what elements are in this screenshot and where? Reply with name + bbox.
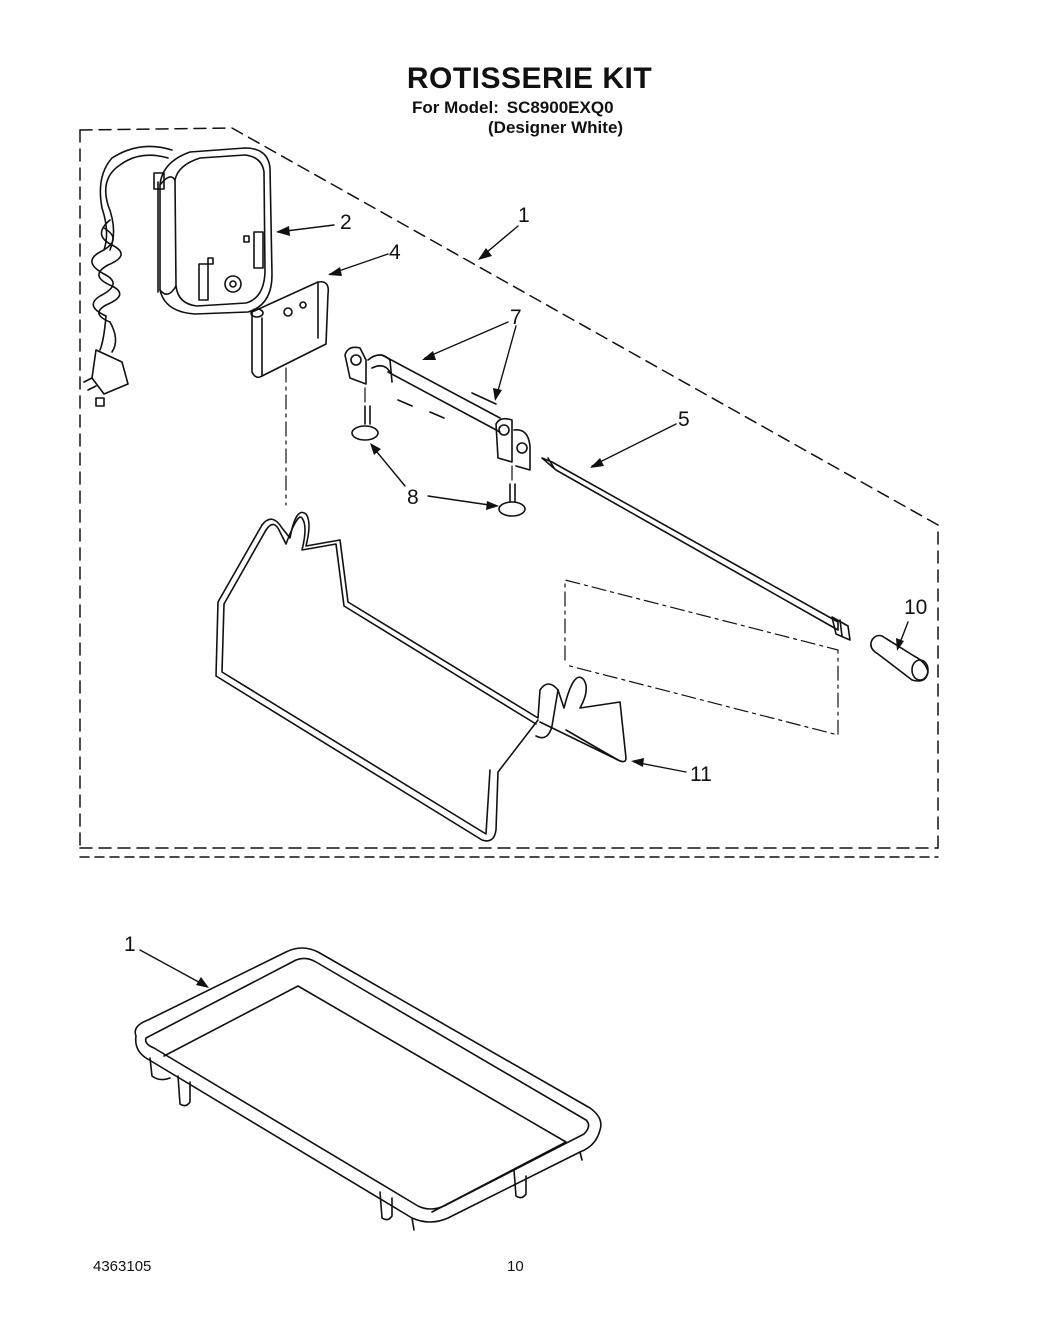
callout-11: 11 xyxy=(690,763,712,786)
part-number: 4363105 xyxy=(93,1258,152,1275)
leader-lines xyxy=(139,224,909,988)
page-number: 10 xyxy=(507,1258,524,1275)
fork-assembly xyxy=(344,346,531,471)
spit-rod xyxy=(541,457,851,641)
callout-1-pan: 1 xyxy=(124,933,136,956)
model-label: For Model: xyxy=(412,98,499,117)
callout-8: 8 xyxy=(407,486,419,509)
callout-5: 5 xyxy=(678,408,690,431)
callout-10: 10 xyxy=(904,596,927,619)
callout-7: 7 xyxy=(510,306,522,329)
wire-rack xyxy=(215,511,627,842)
motor-unit xyxy=(83,145,273,407)
model-info: For Model: SC8900EXQ0 (Designer White) xyxy=(412,98,623,138)
model-variant: (Designer White) xyxy=(488,118,624,137)
page-title: ROTISSERIE KIT xyxy=(406,62,653,95)
callout-1-kit: 1 xyxy=(518,204,530,227)
thumb-screws xyxy=(351,405,526,517)
alignment-lines xyxy=(285,367,839,736)
kit-boundary xyxy=(79,127,939,858)
callout-4: 4 xyxy=(389,241,401,264)
motor-bracket xyxy=(250,280,330,379)
spit-handle xyxy=(870,634,929,682)
callout-2: 2 xyxy=(340,211,352,234)
model-number: SC8900EXQ0 xyxy=(506,98,614,117)
drip-pan xyxy=(134,947,602,1231)
